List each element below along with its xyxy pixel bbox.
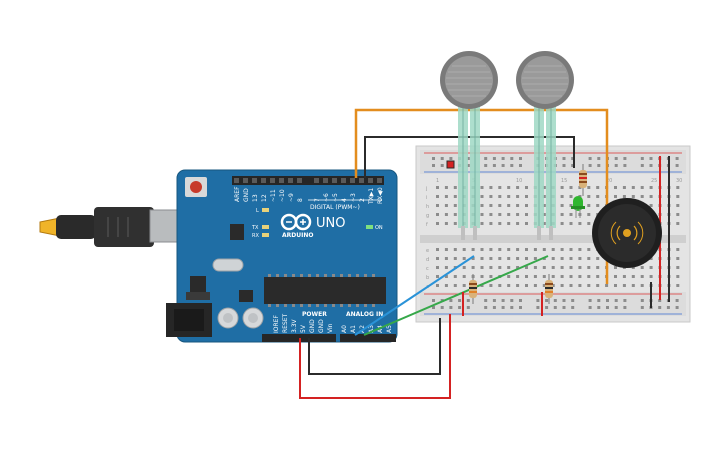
on-led — [366, 225, 373, 229]
svg-text:~10: ~10 — [279, 189, 286, 202]
digital-pin-labels: AREF GND 13 12 ~11 ~10 ~9 8 7 ~6 ~5 4 ~3… — [234, 186, 384, 205]
svg-text:IOREF: IOREF — [273, 315, 280, 333]
svg-text:f: f — [426, 222, 428, 228]
voltage-regulator — [190, 276, 206, 296]
force-sensor-1[interactable] — [440, 51, 498, 240]
svg-text:b: b — [426, 275, 429, 281]
atmega-chip-pins — [268, 274, 375, 307]
digital-pins — [234, 178, 382, 183]
digital-header-label: DIGITAL (PWM~) — [310, 204, 360, 211]
svg-text:A1: A1 — [350, 325, 357, 333]
svg-text:1: 1 — [436, 178, 439, 184]
rail-marker — [446, 160, 455, 169]
svg-text:GND: GND — [243, 188, 250, 202]
svg-text:e: e — [426, 248, 429, 254]
svg-text:A5: A5 — [386, 325, 393, 333]
svg-text:20: 20 — [606, 178, 612, 184]
svg-text:AREF: AREF — [234, 186, 241, 202]
arduino-uno-board[interactable]: AREF GND 13 12 ~11 ~10 ~9 8 7 ~6 ~5 4 ~3… — [166, 169, 398, 343]
wire-black-ground[interactable] — [308, 318, 441, 375]
resistor-2[interactable] — [545, 274, 553, 304]
svg-text:~9: ~9 — [288, 193, 295, 202]
svg-text:8: 8 — [297, 198, 304, 202]
svg-text:RESET: RESET — [282, 313, 289, 333]
svg-text:12: 12 — [261, 194, 268, 202]
brand-label: ARDUINO — [282, 232, 313, 239]
wire-red-power[interactable] — [299, 314, 451, 399]
resistor-1[interactable] — [469, 274, 477, 304]
resistor-led[interactable] — [579, 164, 587, 196]
svg-text:g: g — [426, 213, 429, 219]
svg-text:A0: A0 — [341, 325, 348, 333]
svg-text:Vin: Vin — [327, 323, 334, 333]
model-label: UNO — [316, 216, 345, 231]
power-pin-labels: IOREF RESET 3.3V 5V GND GND Vin — [273, 313, 334, 333]
atmega-chip — [264, 277, 386, 304]
svg-text:d: d — [426, 257, 429, 263]
svg-text:3.3V: 3.3V — [291, 318, 298, 333]
force-sensor-2[interactable] — [516, 51, 574, 240]
led-l-label: L — [256, 208, 259, 214]
svg-text:~6: ~6 — [323, 193, 330, 202]
led-rx-label: RX — [252, 233, 259, 239]
piezo-buzzer-icon[interactable] — [592, 198, 662, 268]
svg-text:c: c — [426, 266, 429, 272]
svg-text:TX▶1: TX▶1 — [368, 188, 375, 205]
led-rx — [262, 233, 269, 237]
svg-text:25: 25 — [651, 178, 657, 184]
wire-blue[interactable] — [354, 255, 475, 336]
wire-orange[interactable] — [354, 108, 609, 284]
reset-button-cap — [190, 181, 202, 193]
svg-text:10: 10 — [516, 178, 522, 184]
svg-text:30: 30 — [676, 178, 682, 184]
analog-header-label: ANALOG IN — [346, 311, 383, 318]
small-ic — [239, 290, 253, 302]
svg-text:5V: 5V — [300, 324, 307, 333]
crystal-oscillator — [212, 258, 244, 272]
svg-text:~3: ~3 — [350, 193, 357, 202]
arduino-logo-icon — [280, 213, 312, 231]
svg-text:j: j — [425, 186, 427, 192]
led-green-icon[interactable] — [571, 196, 585, 218]
led-tx — [262, 225, 269, 229]
svg-text:13: 13 — [252, 194, 259, 202]
wire-green-signal[interactable] — [363, 255, 549, 336]
svg-text:i: i — [426, 195, 427, 201]
svg-text:h: h — [426, 204, 429, 210]
svg-text:~5: ~5 — [332, 193, 339, 202]
svg-text:RX◀0: RX◀0 — [377, 187, 384, 204]
svg-text:15: 15 — [561, 178, 567, 184]
on-label: ON — [375, 225, 383, 231]
svg-text:~11: ~11 — [270, 189, 277, 202]
digital-header — [232, 176, 384, 185]
icsp-chip — [230, 224, 244, 240]
bottom-power-rail — [420, 292, 686, 316]
wire-black-top[interactable] — [364, 136, 575, 178]
power-header-label: POWER — [302, 311, 327, 318]
svg-text:GND: GND — [318, 319, 325, 333]
svg-text:GND: GND — [309, 319, 316, 333]
svg-text:A3: A3 — [368, 325, 375, 333]
led-tx-label: TX — [251, 225, 259, 231]
led-l — [262, 208, 269, 212]
analog-header — [340, 334, 396, 342]
